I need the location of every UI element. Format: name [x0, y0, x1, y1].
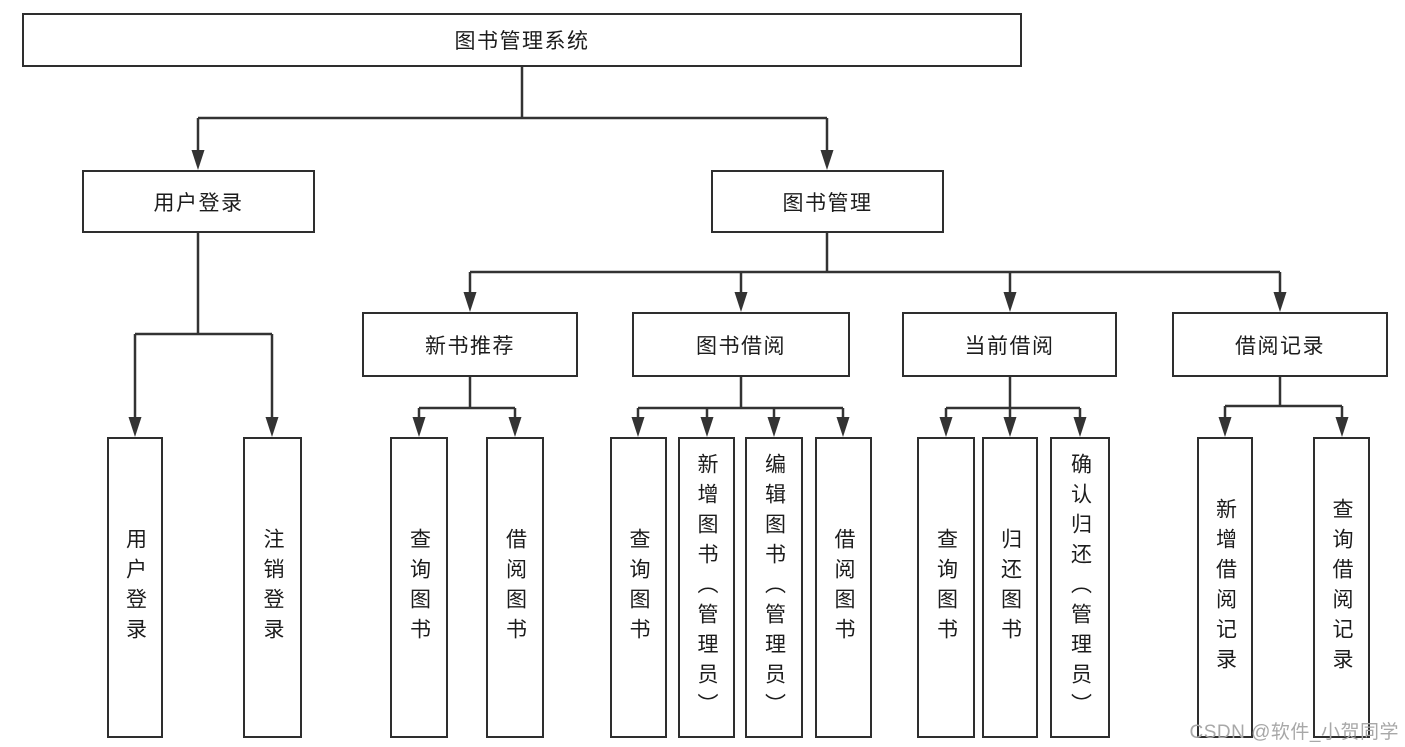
root-node-label: 图书管理系统: [454, 30, 590, 53]
leaf-return-book-label: 归还图书: [998, 527, 1022, 648]
leaf-borrow-borrow-book: 借阅图书: [815, 437, 872, 738]
leaf-add-borrow-record-label: 新增借阅记录: [1213, 497, 1237, 678]
leaf-newrec-query-book: 查询图书: [390, 437, 448, 738]
node-book-management-label: 图书管理: [782, 191, 873, 215]
leaf-logout-label: 注销登录: [261, 527, 284, 648]
leaf-user-login-label: 用户登录: [123, 527, 147, 648]
node-user-login-label: 用户登录: [153, 191, 244, 215]
leaf-confirm-return-admin-label: 确认归还（管理员）: [1068, 452, 1092, 723]
leaf-edit-book-admin: 编辑图书（管理员）: [745, 437, 803, 738]
node-user-login: 用户登录: [82, 170, 315, 233]
leaf-add-book-admin: 新增图书（管理员）: [678, 437, 735, 738]
leaf-add-borrow-record: 新增借阅记录: [1197, 437, 1253, 738]
leaf-query-borrow-record-label: 查询借阅记录: [1330, 497, 1353, 678]
leaf-return-book: 归还图书: [982, 437, 1038, 738]
root-node-library-management-system: 图书管理系统: [22, 13, 1022, 67]
leaf-edit-book-admin-label: 编辑图书（管理员）: [762, 452, 786, 723]
node-current-borrowing-label: 当前借阅: [964, 334, 1055, 358]
node-book-borrowing-label: 图书借阅: [696, 334, 786, 358]
leaf-newrec-borrow-book: 借阅图书: [486, 437, 544, 738]
leaf-logout: 注销登录: [243, 437, 302, 738]
node-book-borrowing: 图书借阅: [632, 312, 850, 377]
node-borrowing-records: 借阅记录: [1172, 312, 1388, 377]
leaf-current-query-book: 查询图书: [917, 437, 975, 738]
node-new-book-recommend-label: 新书推荐: [425, 334, 515, 358]
leaf-borrow-borrow-book-label: 借阅图书: [832, 527, 855, 648]
leaf-borrow-query-book: 查询图书: [610, 437, 667, 738]
node-new-book-recommend: 新书推荐: [362, 312, 578, 377]
leaf-user-login: 用户登录: [107, 437, 163, 738]
node-borrowing-records-label: 借阅记录: [1235, 334, 1325, 358]
leaf-borrow-query-book-label: 查询图书: [627, 527, 650, 648]
leaf-query-borrow-record: 查询借阅记录: [1313, 437, 1370, 738]
leaf-current-query-book-label: 查询图书: [934, 527, 958, 648]
node-current-borrowing: 当前借阅: [902, 312, 1117, 377]
leaf-newrec-borrow-book-label: 借阅图书: [503, 527, 527, 648]
leaf-confirm-return-admin: 确认归还（管理员）: [1050, 437, 1110, 738]
csdn-watermark: CSDN @软件_小贺同学: [1189, 722, 1399, 743]
leaf-add-book-admin-label: 新增图书（管理员）: [695, 452, 718, 723]
leaf-newrec-query-book-label: 查询图书: [407, 527, 431, 648]
node-book-management: 图书管理: [711, 170, 944, 233]
